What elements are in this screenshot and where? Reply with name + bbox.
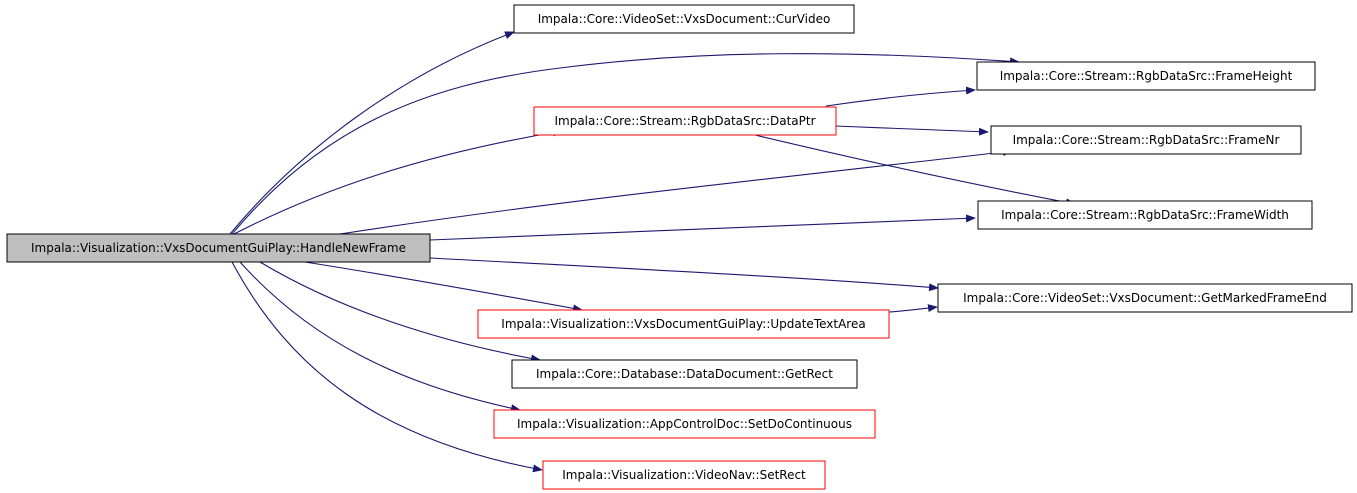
node-update-text-area[interactable]: Impala::Visualization::VxsDocumentGuiPla… (477, 309, 890, 339)
edge-data-ptr-to-frame-nr (834, 125, 989, 136)
edge-handle-new-frame-to-set-rect (231, 261, 543, 473)
node-label-set-do-continuous: Impala::Visualization::AppControlDoc::Se… (517, 417, 852, 431)
node-label-frame-width: Impala::Core::Stream::RgbDataSrc::FrameW… (1001, 208, 1289, 222)
edge-data-ptr-to-frame-height (825, 86, 976, 107)
node-cur-video[interactable]: Impala::Core::VideoSet::VxsDocument::Cur… (513, 4, 855, 34)
node-label-get-rect: Impala::Core::Database::DataDocument::Ge… (536, 367, 833, 381)
edge-handle-new-frame-to-data-ptr (233, 128, 563, 235)
edge-handle-new-frame-to-cur-video (229, 31, 515, 235)
node-frame-width[interactable]: Impala::Core::Stream::RgbDataSrc::FrameW… (977, 200, 1313, 230)
node-get-rect[interactable]: Impala::Core::Database::DataDocument::Ge… (511, 359, 858, 389)
edge-handle-new-frame-to-get-rect (259, 261, 541, 363)
node-label-get-marked-frame-end: Impala::Core::VideoSet::VxsDocument::Get… (963, 291, 1327, 305)
edge-handle-new-frame-to-get-marked-frame-end (429, 257, 939, 292)
node-label-cur-video: Impala::Core::VideoSet::VxsDocument::Cur… (538, 12, 831, 26)
node-data-ptr[interactable]: Impala::Core::Stream::RgbDataSrc::DataPt… (533, 106, 837, 136)
node-label-update-text-area: Impala::Visualization::VxsDocumentGuiPla… (501, 317, 865, 331)
edge-handle-new-frame-to-update-text-area (304, 261, 583, 313)
node-label-handle-new-frame: Impala::Visualization::VxsDocumentGuiPla… (31, 241, 406, 255)
edge-data-ptr-to-frame-width (754, 134, 1076, 207)
node-frame-nr[interactable]: Impala::Core::Stream::RgbDataSrc::FrameN… (990, 125, 1302, 155)
edge-handle-new-frame-to-frame-height (231, 53, 1020, 235)
node-set-rect[interactable]: Impala::Visualization::VideoNav::SetRect (542, 460, 826, 490)
edge-handle-new-frame-to-frame-nr (339, 148, 1013, 235)
node-get-marked-frame-end[interactable]: Impala::Core::VideoSet::VxsDocument::Get… (937, 283, 1353, 313)
node-label-set-rect: Impala::Visualization::VideoNav::SetRect (562, 468, 806, 482)
edge-update-text-area-to-get-marked-frame-end (888, 304, 938, 313)
node-handle-new-frame[interactable]: Impala::Visualization::VxsDocumentGuiPla… (6, 233, 431, 263)
edge-handle-new-frame-to-frame-width (429, 214, 976, 241)
node-label-data-ptr: Impala::Core::Stream::RgbDataSrc::DataPt… (554, 114, 815, 128)
node-label-frame-height: Impala::Core::Stream::RgbDataSrc::FrameH… (1000, 69, 1293, 83)
node-frame-height[interactable]: Impala::Core::Stream::RgbDataSrc::FrameH… (976, 61, 1316, 91)
node-set-do-continuous[interactable]: Impala::Visualization::AppControlDoc::Se… (493, 409, 876, 439)
edge-handle-new-frame-to-set-do-continuous (239, 261, 521, 413)
node-label-frame-nr: Impala::Core::Stream::RgbDataSrc::FrameN… (1013, 133, 1280, 147)
